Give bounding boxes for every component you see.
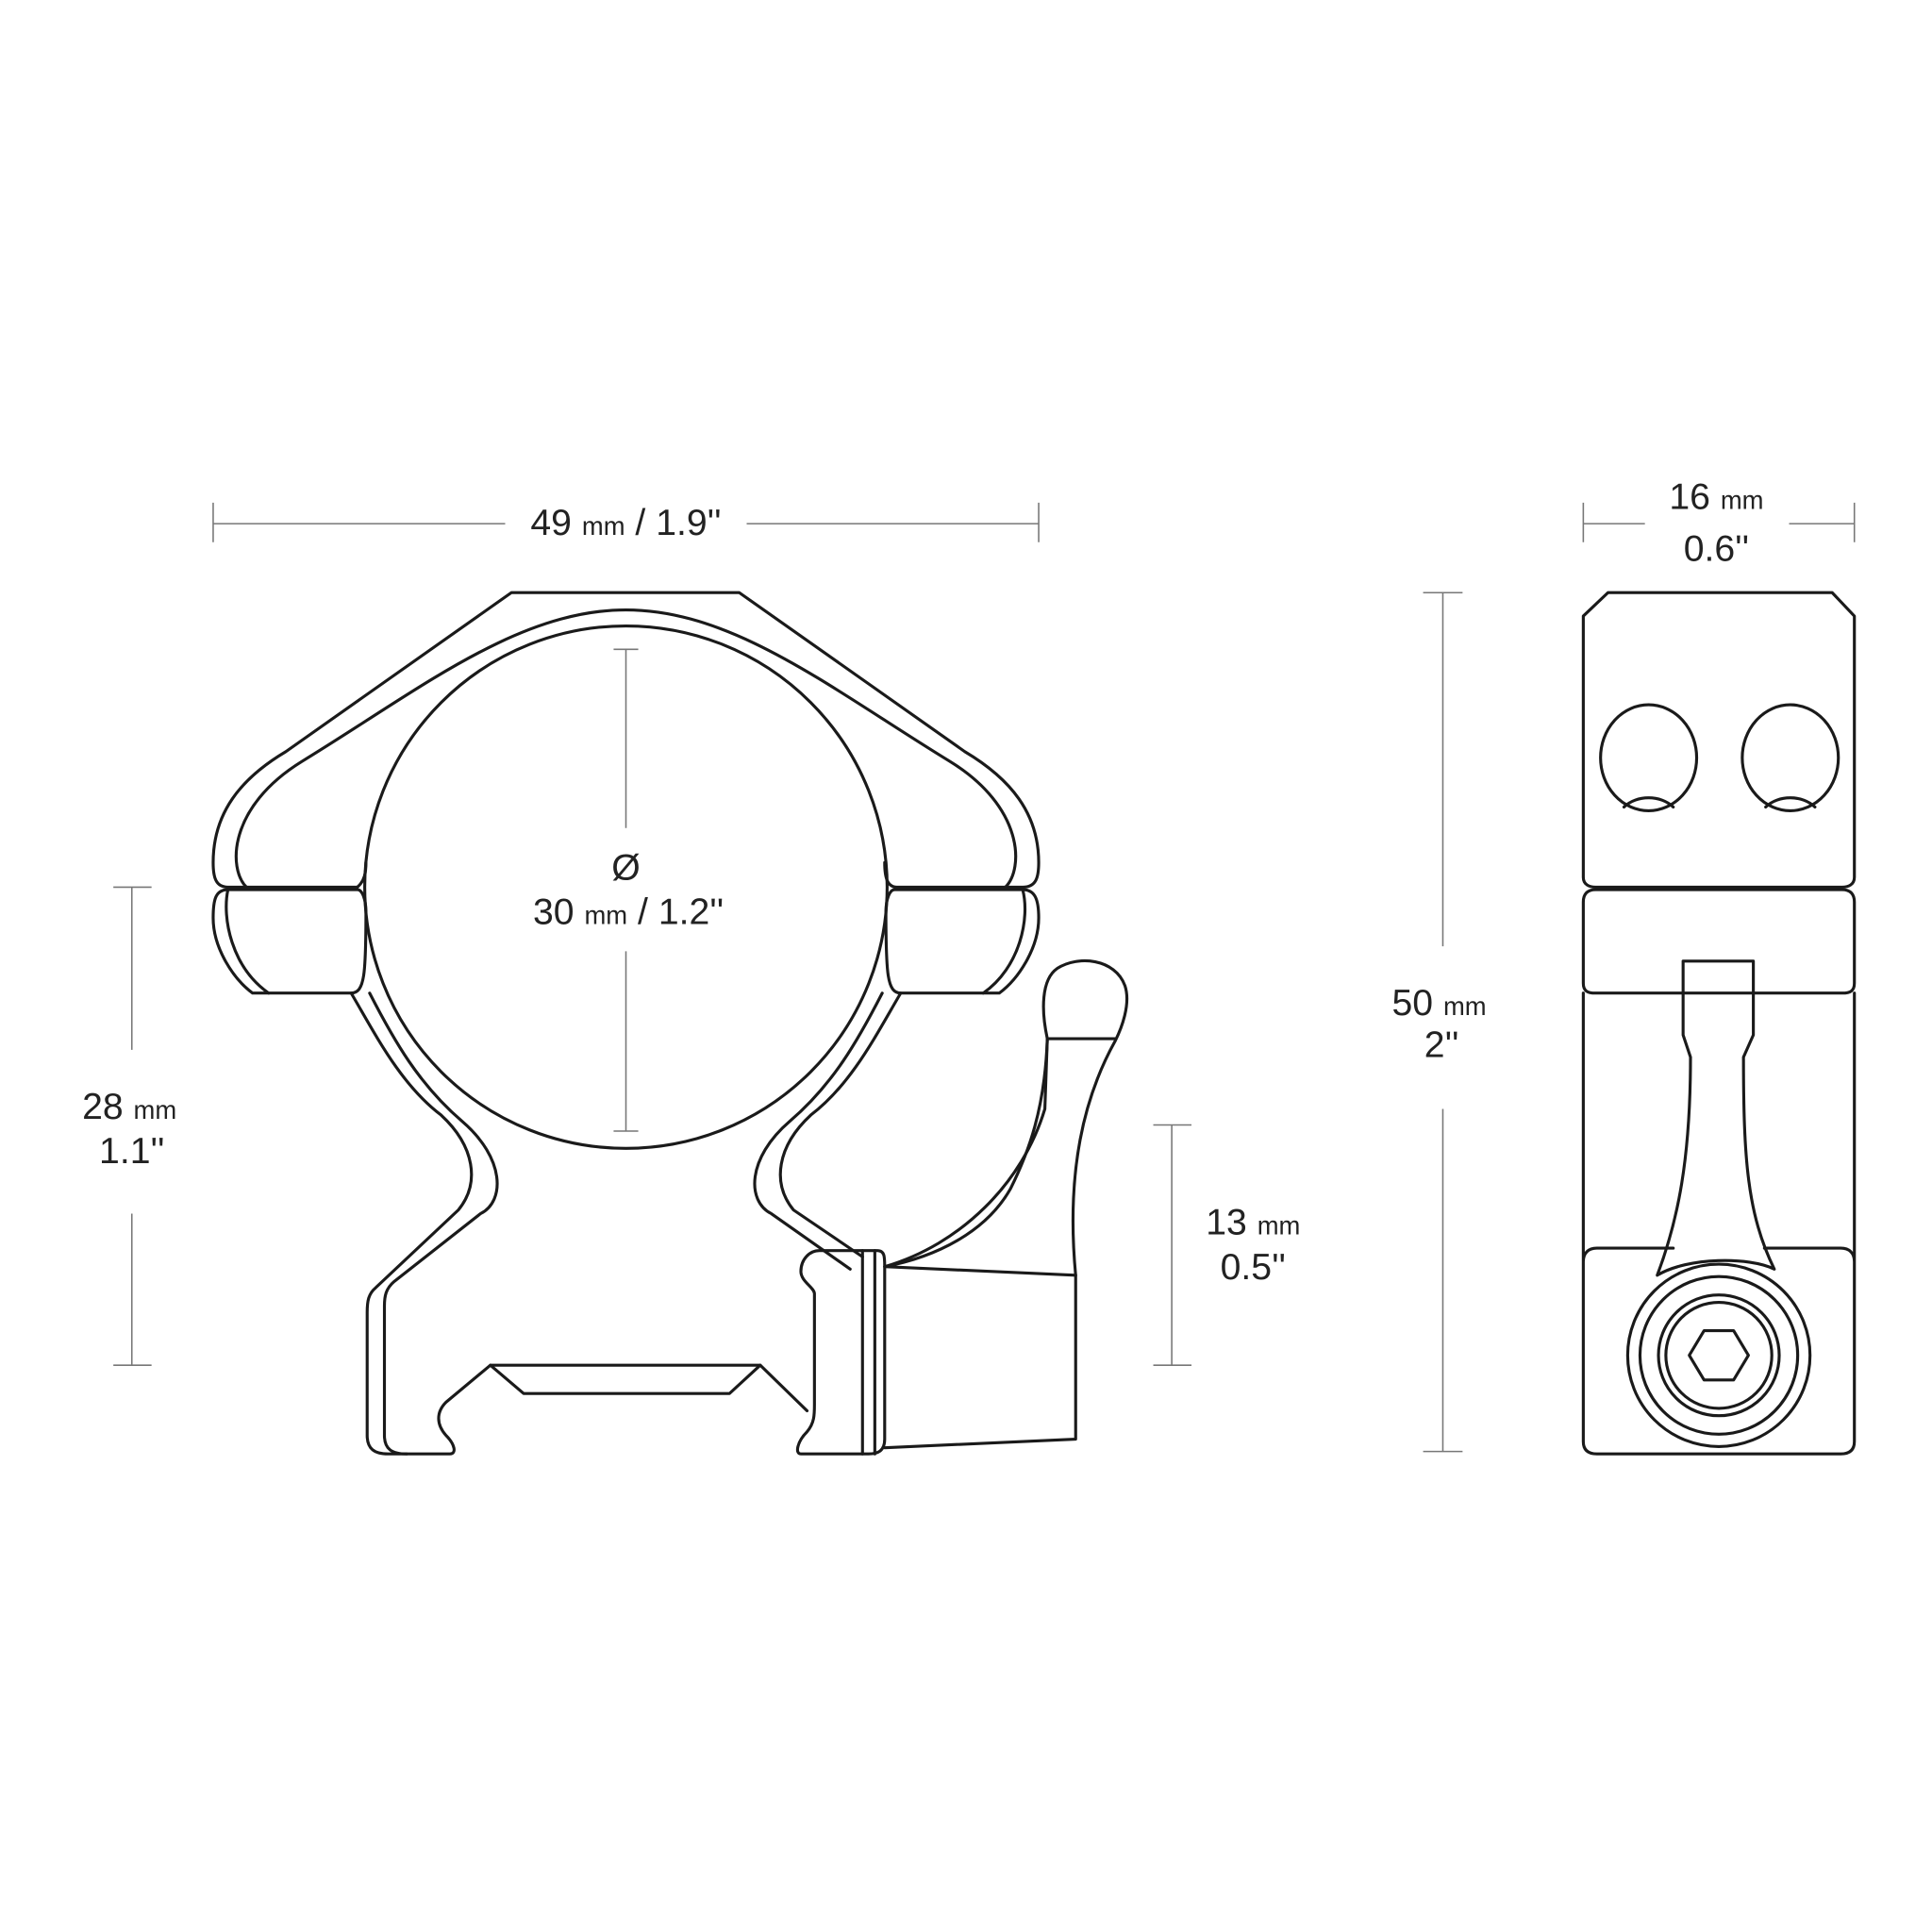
rail-slot (489, 1363, 762, 1395)
width-dim-line (212, 502, 1040, 542)
bolt-ring (1638, 1274, 1800, 1436)
diameter-symbol: Ø (611, 848, 640, 889)
side-base (1581, 991, 1857, 1456)
bolt-head (1657, 1293, 1781, 1418)
side-view (1581, 591, 1857, 1456)
base-body-outline (349, 991, 903, 1456)
height13-imperial: 0.5'' (1221, 1247, 1286, 1288)
width16-label: 16 mm (1669, 476, 1763, 517)
height50-dim-line (1423, 591, 1463, 1453)
width-label: 49 mm / 1.9'' (530, 503, 721, 543)
ring-band-left (211, 888, 368, 995)
width16-dim-line (1582, 502, 1856, 542)
screw-hole-right (1740, 703, 1840, 812)
lever-arm (883, 958, 1129, 1450)
height13-dim-line (1153, 1124, 1192, 1366)
lever-arm-lines (883, 1037, 1117, 1277)
height13-label: 13 mm (1206, 1203, 1300, 1243)
dimension-labels: 49 mm / 1.9'' Ø 30 mm / 1.2'' 28 mm 1.1'… (82, 476, 1763, 1287)
side-ring-band (1581, 888, 1857, 995)
ring-band-left-inner (225, 888, 271, 995)
clamp-plate (795, 1249, 887, 1456)
diameter-label: 30 mm / 1.2'' (533, 892, 724, 933)
diameter-dim-line (613, 648, 639, 1132)
height50-label: 50 mm (1391, 983, 1486, 1024)
height28-imperial: 1.1'' (99, 1131, 164, 1172)
side-lever (1656, 959, 1776, 1277)
scope-tube-circle (363, 624, 889, 1150)
dimension-lines (113, 502, 1856, 1453)
top-cap-inner-line (234, 608, 1018, 889)
clamp-plate-edge (860, 1249, 876, 1456)
height28-dim-line (113, 886, 152, 1366)
screw-hole-right-head (1764, 796, 1817, 809)
screw-hole-left (1599, 703, 1699, 812)
ring-band-right-inner (981, 888, 1026, 995)
screw-hole-left-head (1622, 796, 1675, 809)
width16-imperial: 0.6'' (1684, 528, 1749, 569)
height50-imperial: 2'' (1424, 1025, 1459, 1066)
height28-label: 28 mm (82, 1087, 176, 1127)
base-inner-line (368, 991, 884, 1456)
top-cap-outline (211, 591, 1041, 889)
bolt-outer (1625, 1262, 1812, 1448)
bolt-head-inner (1664, 1301, 1774, 1410)
side-top-cap (1581, 591, 1857, 889)
hex-socket-icon (1688, 1329, 1750, 1382)
front-view (211, 591, 1129, 1456)
ring-band-right (884, 888, 1041, 995)
